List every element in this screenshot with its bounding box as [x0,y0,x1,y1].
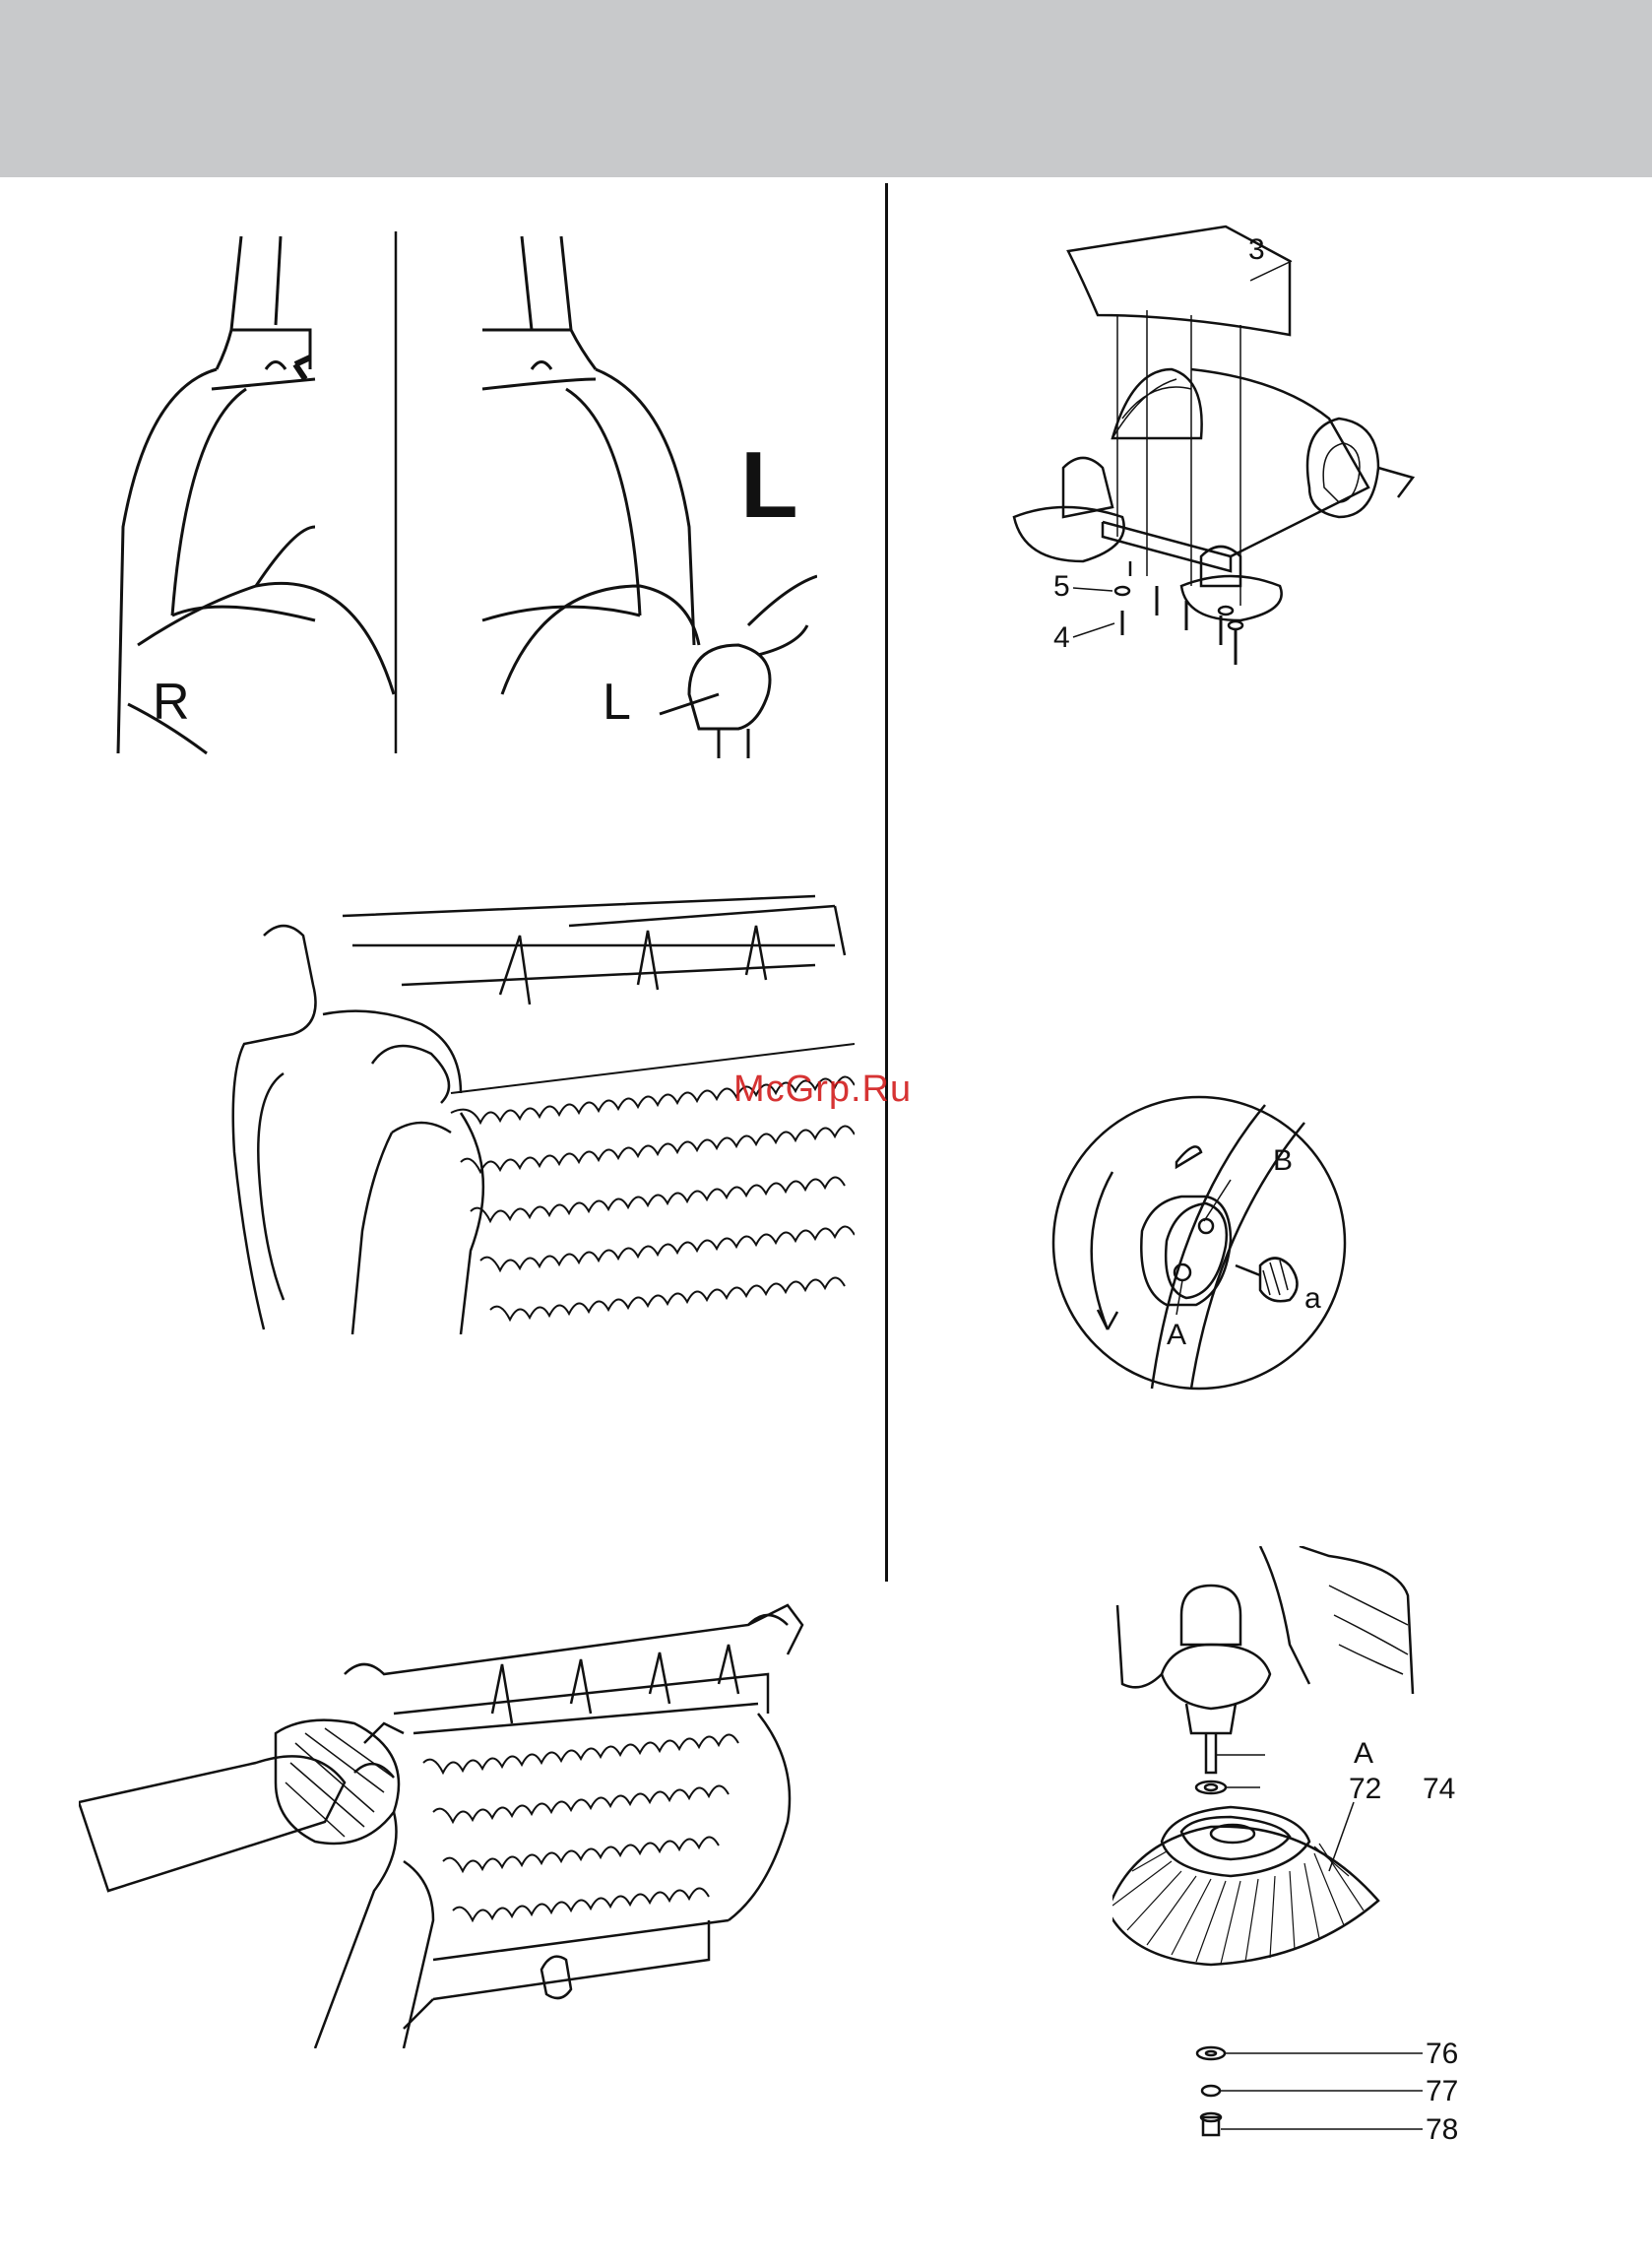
callout-72: 72 [1349,1773,1381,1805]
callout-A: A [1167,1319,1186,1351]
callout-77: 77 [1426,2075,1458,2107]
callout-a: a [1304,1282,1321,1315]
callout-3: 3 [1248,233,1265,266]
column-divider [885,183,888,1582]
callout-A-shaft: A [1354,1737,1373,1770]
callout-4: 4 [1053,621,1070,654]
figure-wheel-knob: B a A [1048,1093,1364,1393]
callout-B: B [1273,1144,1293,1177]
figure-handle-mounting: R L L [108,231,817,758]
figure-cover-screws: 3 5 4 [1004,222,1418,675]
header-band [0,0,1652,177]
callout-74: 74 [1423,1773,1455,1805]
callout-5: 5 [1053,570,1070,603]
figure-side-brush-exploded: A 72 74 76 77 78 [1112,1546,1506,2157]
label-left-big: L [740,432,798,538]
label-left-small: L [603,674,631,731]
callout-76: 76 [1426,2038,1458,2070]
callout-78: 78 [1426,2113,1458,2146]
watermark-text: McGrp.Ru [733,1069,912,1111]
label-right: R [153,674,190,731]
figure-brush-replacement [79,1566,807,2048]
